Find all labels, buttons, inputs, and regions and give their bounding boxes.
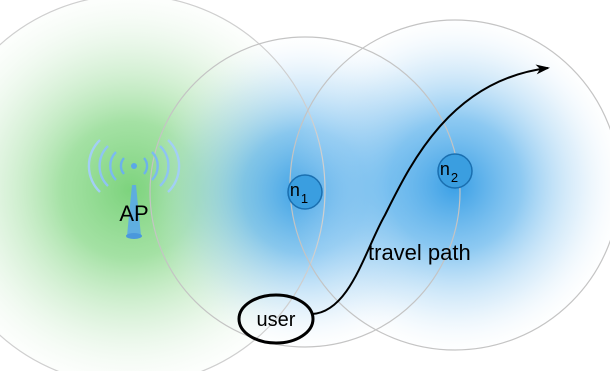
travel-path-curve [311,64,550,315]
node-n1-label: n1 [290,180,308,206]
node-n2-subscript: 2 [451,170,458,185]
node-n2-base: n [440,159,450,179]
travel-path-label: travel path [368,240,471,265]
user-label: user [257,309,296,331]
node1-coverage-outline [149,36,461,348]
node-n1 [287,174,323,210]
wireless-access-point-icon [87,139,181,239]
node-n1-base: n [290,180,300,200]
node-n2 [437,153,473,189]
node-n1-subscript: 1 [301,191,308,206]
node-n2-label: n2 [440,159,458,185]
ap-coverage-outline [0,0,326,371]
ap-label: AP [119,201,148,226]
user-marker [237,293,315,345]
